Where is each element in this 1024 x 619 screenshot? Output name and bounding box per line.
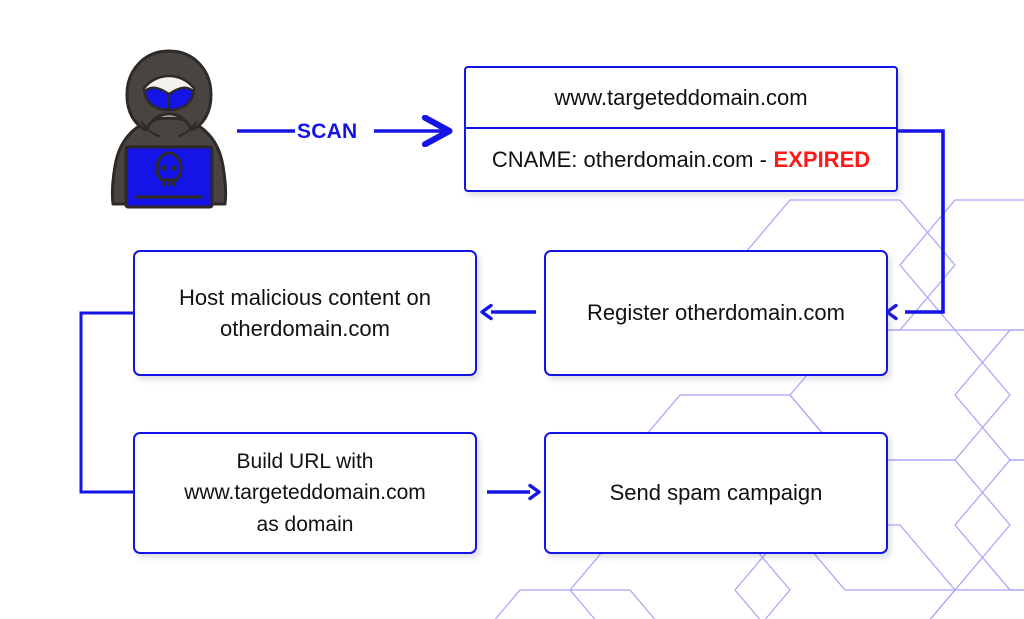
step-box-register-domain: Register otherdomain.com [544,250,888,376]
hacker-figure [110,49,228,209]
cname-record-row: CNAME: otherdomain.com - EXPIRED [466,129,896,190]
register-to-host-connector [480,303,536,321]
step-box-host-malicious-content: Host malicious content on otherdomain.co… [133,250,477,376]
step-spam-line-1: Send spam campaign [609,480,823,505]
step-build-line-3: as domain [256,512,354,536]
target-domain-text: www.targeteddomain.com [554,84,808,110]
step-register-line-1: Register otherdomain.com [586,300,845,325]
step-host-line-2: otherdomain.com [220,316,390,341]
step-host-line-1: Host malicious content on [179,284,431,310]
target-domain-row: www.targeteddomain.com [466,68,896,129]
skull-icon [155,151,183,187]
cname-record-text: CNAME: otherdomain.com - [491,146,767,172]
build-to-spam-connector [487,483,541,501]
step-build-line-2: www.targeteddomain.com [184,481,426,505]
step-box-send-spam-campaign: Send spam campaign [544,432,888,554]
dns-record-box: www.targeteddomain.com CNAME: otherdomai… [464,66,898,192]
step-build-line-1: Build URL with [236,450,374,474]
scan-arrow-label: SCAN [297,120,358,143]
step-box-build-url: Build URL with www.targeteddomain.com as… [133,432,477,554]
status-badge-expired: EXPIRED [773,146,871,172]
